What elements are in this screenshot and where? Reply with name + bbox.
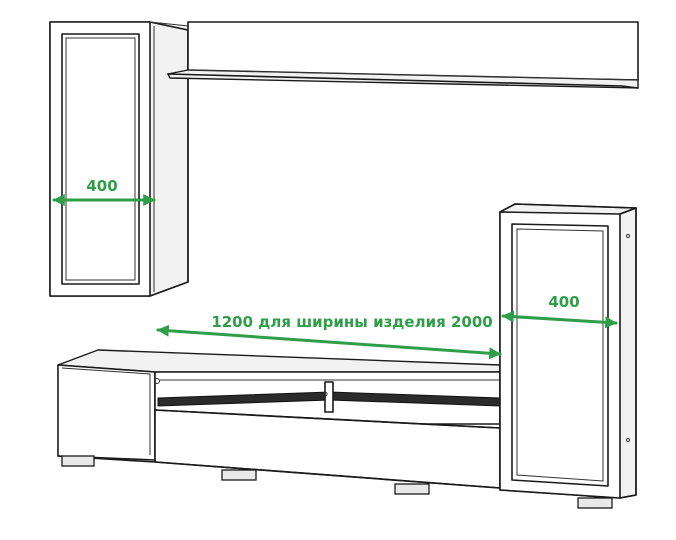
dimension-label-left-cabinet: 400: [86, 177, 117, 195]
dimension-label-right-cabinet: 400: [548, 293, 579, 311]
dimension-arrow-tv-stand: [156, 324, 502, 360]
left-wall-cabinet: [49, 21, 189, 297]
top-wall-panel: [167, 21, 639, 89]
right-tall-cabinet: [499, 203, 637, 499]
dimension-arrow-right-cabinet: [501, 310, 618, 329]
dimension-label-tv-stand: 1200 для ширины изделия 2000: [211, 313, 492, 331]
